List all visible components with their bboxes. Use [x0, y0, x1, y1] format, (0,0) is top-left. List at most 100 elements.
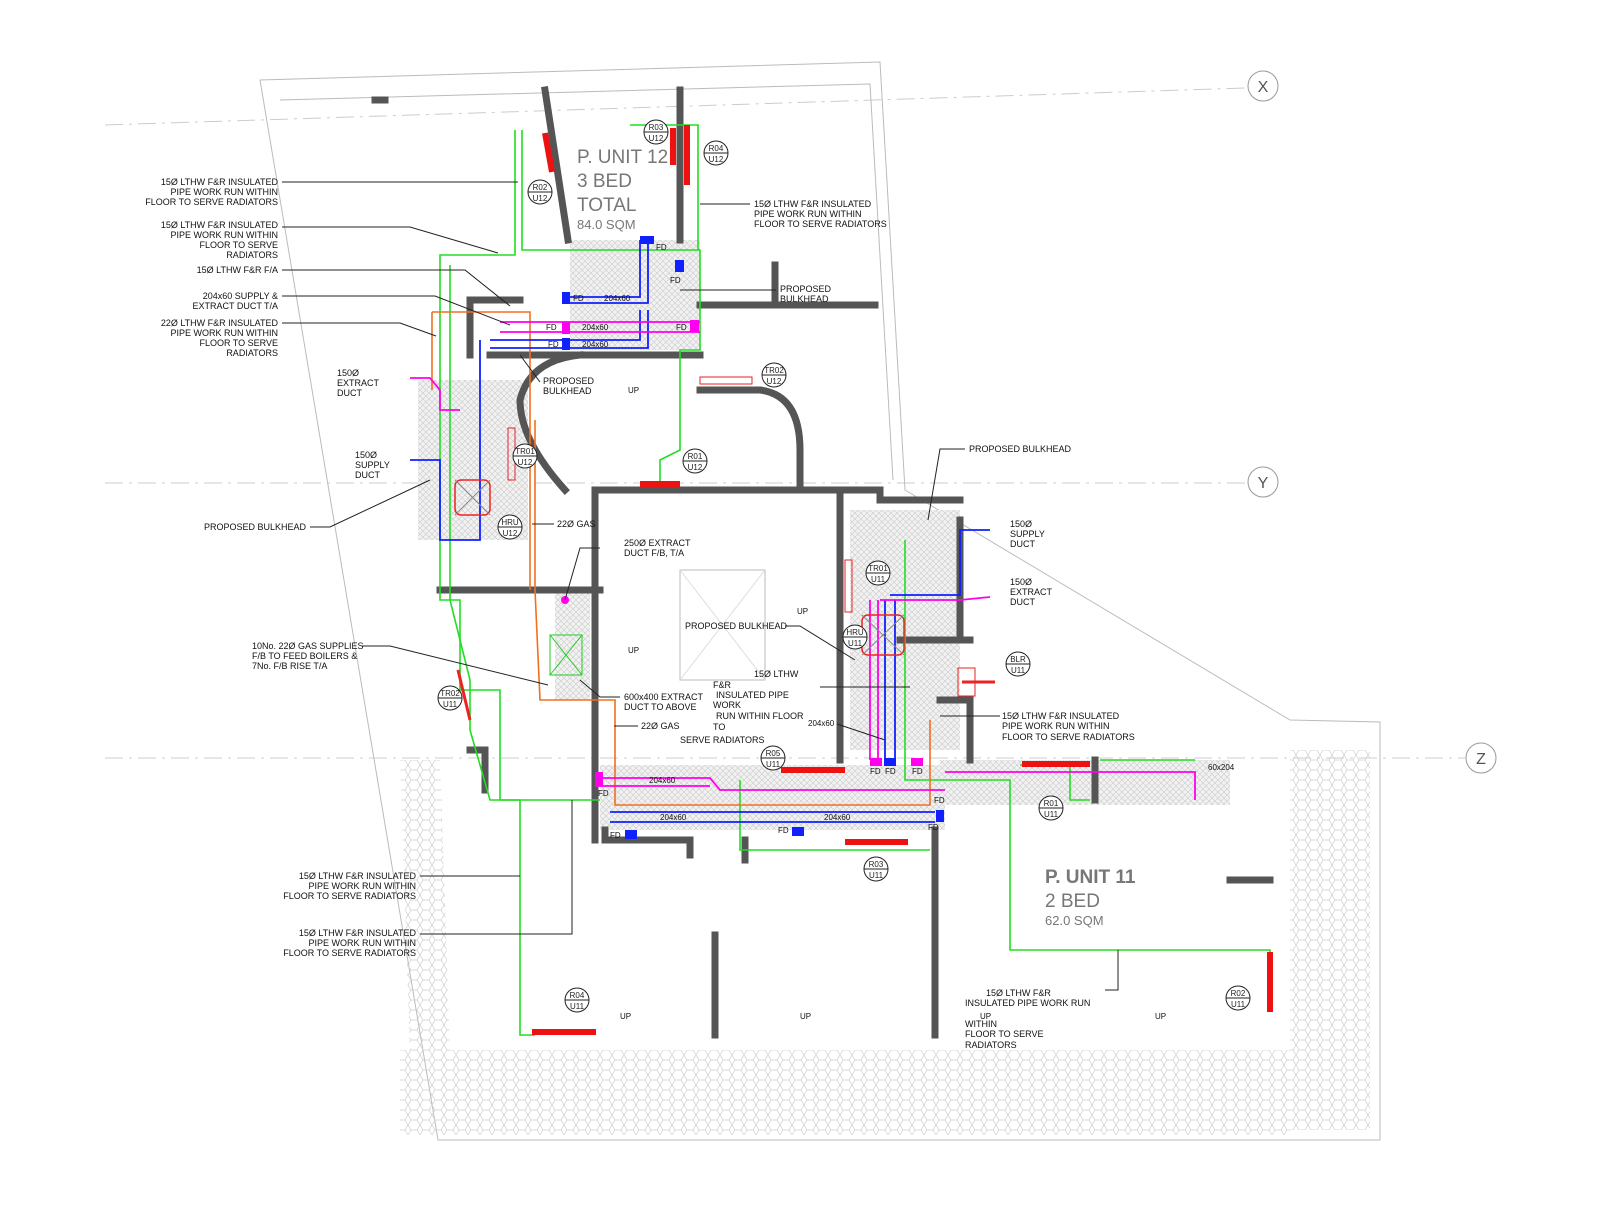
svg-text:DUCT: DUCT [355, 470, 380, 480]
svg-text:22Ø GAS: 22Ø GAS [557, 519, 596, 529]
note-duct-ta: 204x60 SUPPLY & EXTRACT DUCT T/A [192, 291, 278, 311]
svg-text:TR01: TR01 [868, 564, 888, 573]
svg-text:R04: R04 [570, 991, 585, 1000]
svg-text:R01: R01 [1044, 799, 1059, 808]
svg-text:FD: FD [934, 796, 945, 805]
gas-pipework [431, 311, 931, 806]
svg-text:FLOOR TO SERVE RADIATORS: FLOOR TO SERVE RADIATORS [145, 197, 278, 207]
hru-unit-12 [454, 479, 491, 516]
svg-text:TOTAL: TOTAL [577, 195, 636, 216]
svg-text:TR02: TR02 [440, 689, 460, 698]
svg-text:PIPE WORK RUN WITHIN: PIPE WORK RUN WITHIN [171, 187, 279, 197]
svg-text:EXTRACT: EXTRACT [1010, 587, 1053, 597]
svg-text:PROPOSED: PROPOSED [780, 284, 832, 294]
svg-text:U12: U12 [649, 134, 664, 143]
svg-text:FD: FD [885, 767, 896, 776]
note-lthw-top-right: 15Ø LTHW F&R INSULATED PIPE WORK RUN WIT… [754, 199, 887, 229]
note-extract-duct-11: 150Ø EXTRACT DUCT [1010, 577, 1053, 607]
svg-text:FD: FD [670, 276, 681, 285]
svg-text:U11: U11 [570, 1002, 585, 1011]
note-lthw-1: 15Ø LTHW F&R INSULATED PIPE WORK RUN WIT… [145, 177, 278, 207]
svg-text:TO: TO [713, 722, 725, 732]
svg-text:FD: FD [778, 826, 789, 835]
svg-text:600x400 EXTRACT: 600x400 EXTRACT [624, 692, 704, 702]
svg-text:FD: FD [912, 767, 923, 776]
svg-text:BULKHEAD: BULKHEAD [543, 386, 592, 396]
svg-text:UP: UP [800, 1012, 811, 1021]
svg-text:FD: FD [870, 767, 881, 776]
svg-text:Z: Z [1476, 751, 1486, 768]
svg-text:TR02: TR02 [764, 366, 784, 375]
svg-text:U12: U12 [518, 458, 533, 467]
svg-text:62.0 SQM: 62.0 SQM [1045, 913, 1104, 928]
unit-12-label: P. UNIT 12 3 BED TOTAL 84.0 SQM [577, 147, 668, 232]
svg-text:U12: U12 [688, 463, 703, 472]
svg-text:BULKHEAD: BULKHEAD [780, 294, 829, 304]
svg-text:RADIATORS: RADIATORS [226, 250, 278, 260]
svg-text:3 BED: 3 BED [577, 171, 632, 192]
svg-text:PROPOSED BULKHEAD: PROPOSED BULKHEAD [685, 621, 788, 631]
note-lthw-2: 15Ø LTHW F&R INSULATED PIPE WORK RUN WIT… [161, 220, 279, 260]
svg-text:FD: FD [546, 323, 557, 332]
svg-text:SUPPLY: SUPPLY [355, 460, 390, 470]
svg-text:U12: U12 [503, 529, 518, 538]
svg-text:R03: R03 [649, 123, 664, 132]
svg-text:UP: UP [797, 607, 808, 616]
note-lthw-lower-1: 15Ø LTHW F&R INSULATED PIPE WORK RUN WIT… [283, 871, 416, 901]
svg-text:PIPE WORK RUN WITHIN: PIPE WORK RUN WITHIN [1002, 721, 1110, 731]
svg-text:PIPE WORK RUN WITHIN: PIPE WORK RUN WITHIN [309, 881, 417, 891]
svg-text:DUCT F/B, T/A: DUCT F/B, T/A [624, 548, 684, 558]
svg-text:204x60: 204x60 [649, 776, 676, 785]
svg-text:BLR: BLR [1010, 655, 1026, 664]
svg-text:204x60: 204x60 [660, 813, 687, 822]
grid-marker-z: Z [1465, 742, 1497, 774]
supply-ductwork [410, 240, 990, 823]
svg-text:U11: U11 [1044, 810, 1059, 819]
note-bulkhead-core: PROPOSED BULKHEAD [685, 621, 788, 631]
note-gas-lower: 22Ø GAS [641, 721, 680, 731]
svg-text:FD: FD [610, 831, 621, 840]
svg-text:DUCT: DUCT [337, 388, 362, 398]
svg-text:F&R: F&R [713, 680, 732, 690]
svg-text:FD: FD [656, 243, 667, 252]
svg-text:FLOOR TO SERVE: FLOOR TO SERVE [965, 1029, 1044, 1039]
svg-text:R02: R02 [533, 183, 548, 192]
svg-text:WITHIN: WITHIN [965, 1019, 997, 1029]
svg-text:U11: U11 [443, 700, 458, 709]
note-bulkhead-stair: PROPOSED BULKHEAD [543, 376, 595, 396]
svg-text:UP: UP [1155, 1012, 1166, 1021]
svg-text:PROPOSED: PROPOSED [543, 376, 595, 386]
note-supply-duct-11: 150Ø SUPPLY DUCT [1010, 519, 1045, 549]
note-250-extract: 250Ø EXTRACT DUCT F/B, T/A [624, 538, 691, 558]
svg-text:204x60: 204x60 [808, 719, 835, 728]
walls [371, 86, 1274, 1039]
svg-text:PROPOSED BULKHEAD: PROPOSED BULKHEAD [204, 522, 307, 532]
note-gas-upper: 22Ø GAS [557, 519, 596, 529]
svg-text:U11: U11 [871, 575, 886, 584]
note-gas-supplies: 10No. 22Ø GAS SUPPLIES F/B TO FEED BOILE… [252, 641, 364, 671]
svg-text:15Ø LTHW F&R INSULATED: 15Ø LTHW F&R INSULATED [299, 928, 417, 938]
svg-text:F/B TO FEED BOILERS &: F/B TO FEED BOILERS & [252, 651, 357, 661]
note-bulkhead-top: PROPOSED BULKHEAD [780, 284, 832, 304]
svg-text:DUCT: DUCT [1010, 597, 1035, 607]
svg-text:U12: U12 [533, 194, 548, 203]
svg-text:U12: U12 [767, 377, 782, 386]
svg-text:204x60: 204x60 [582, 323, 609, 332]
svg-text:FLOOR TO SERVE RADIATORS: FLOOR TO SERVE RADIATORS [283, 948, 416, 958]
note-lthw-lower-2: 15Ø LTHW F&R INSULATED PIPE WORK RUN WIT… [283, 928, 416, 958]
boiler-11 [957, 667, 995, 697]
svg-text:R05: R05 [766, 749, 781, 758]
svg-text:22Ø LTHW F&R INSULATED: 22Ø LTHW F&R INSULATED [161, 318, 279, 328]
svg-text:84.0 SQM: 84.0 SQM [577, 217, 636, 232]
svg-text:FD: FD [573, 294, 584, 303]
